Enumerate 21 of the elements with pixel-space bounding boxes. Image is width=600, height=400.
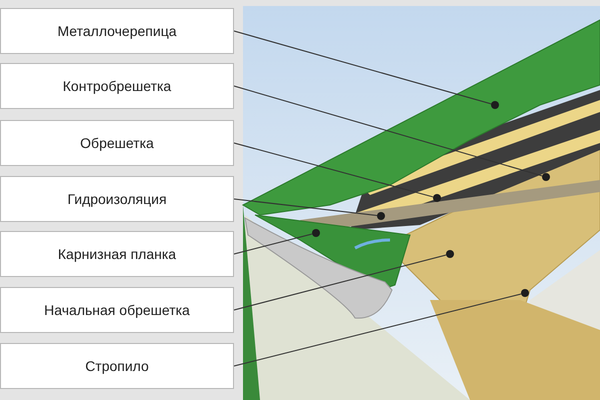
leader-line	[234, 142, 434, 198]
leader-line	[234, 234, 313, 254]
label-box	[0, 8, 234, 54]
leader-line	[234, 254, 447, 310]
label-box	[0, 120, 234, 166]
label-box	[0, 287, 234, 333]
leader-line	[234, 30, 492, 104]
part-label: Металлочерепица	[57, 23, 176, 39]
part-label: Начальная обрешетка	[44, 302, 190, 318]
part-label: Гидроизоляция	[67, 191, 167, 207]
label-box	[0, 176, 234, 222]
part-label: Стропило	[85, 358, 149, 374]
part-label: Обрешетка	[80, 135, 154, 151]
label-box	[0, 231, 234, 277]
leader-line	[234, 86, 543, 176]
part-label: Контробрешетка	[62, 78, 172, 94]
label-box	[0, 343, 234, 389]
leader-line	[234, 293, 522, 366]
part-label: Карнизная планка	[58, 246, 176, 262]
leader-line	[234, 198, 378, 216]
label-box	[0, 63, 234, 109]
